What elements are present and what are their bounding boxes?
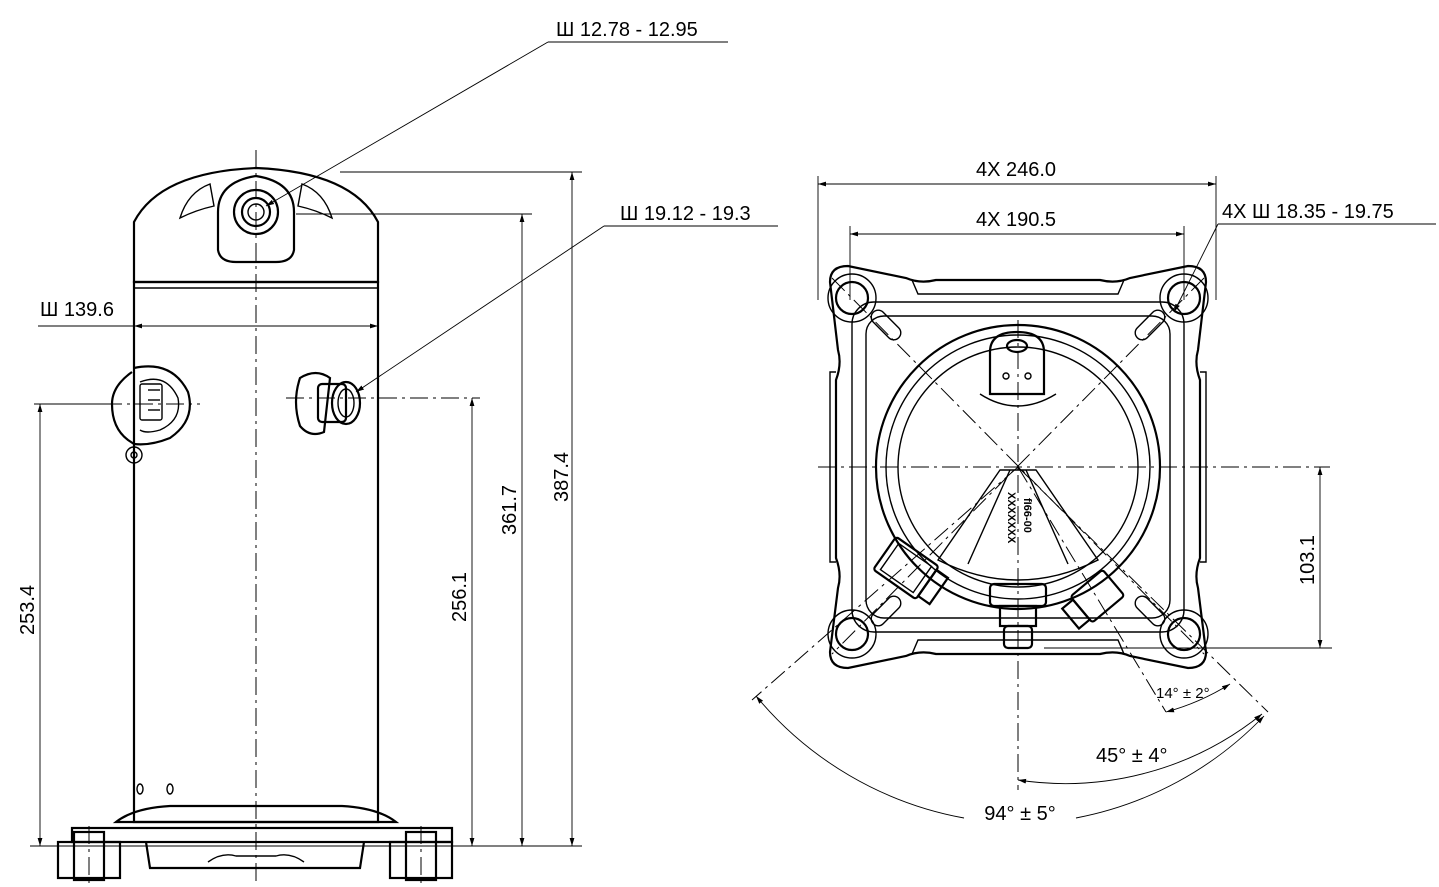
top-port-block — [216, 174, 296, 264]
base-plate-outline — [828, 264, 1208, 670]
base-plate — [56, 804, 454, 884]
label-serial: XXXXXXX — [1005, 492, 1017, 544]
dim-shell-diameter: Ш 139.6 — [40, 299, 114, 321]
dim-angle-small: 14° ± 2° — [1156, 685, 1210, 702]
dim-top-port-diameter: Ш 12.78 - 12.95 — [556, 19, 698, 41]
center-fitting: fI66-00 XXXXXXX — [936, 469, 1100, 650]
dim-256-1: 256.1 — [449, 572, 471, 622]
top-view: fI66-00 XXXXXXX 4X 246.0 4X 190. — [751, 159, 1436, 825]
dim-angle-medium: 45° ± 4° — [1096, 745, 1167, 767]
top-cap — [132, 166, 380, 284]
dim-361-7: 361.7 — [499, 485, 521, 535]
dim-mount-hole: 4X Ш 18.35 - 19.75 — [1222, 201, 1394, 223]
dim-port-offset: 103.1 — [1297, 535, 1319, 585]
side-view: 387.4 361.7 256.1 253.4 Ш 139.6 Ш 12.78 … — [17, 19, 778, 884]
dim-387-4: 387.4 — [551, 452, 573, 502]
dim-253-4: 253.4 — [17, 585, 39, 635]
terminal-box — [104, 365, 200, 464]
dim-side-port-diameter: Ш 19.12 - 19.3 — [620, 203, 751, 225]
mount-hole-tl — [827, 273, 877, 323]
right-port — [1060, 569, 1125, 631]
dim-angle-large: 94° ± 5° — [984, 803, 1055, 825]
dim-mount-outer: 4X 246.0 — [976, 159, 1056, 181]
side-port-fitting — [286, 371, 480, 436]
left-port — [873, 536, 950, 606]
dim-mount-inner: 4X 190.5 — [976, 209, 1056, 231]
mount-hole-br — [1159, 609, 1209, 659]
label-code: fI66-00 — [1021, 498, 1033, 533]
